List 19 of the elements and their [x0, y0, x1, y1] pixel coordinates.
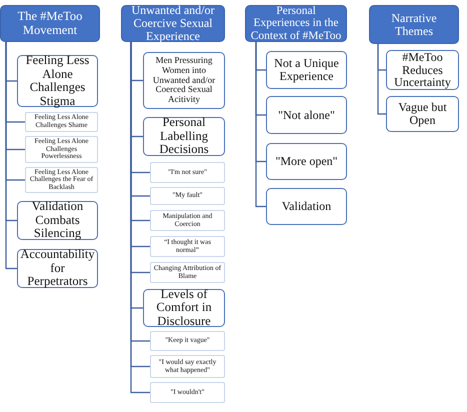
connector-line — [5, 42, 17, 270]
category-header: Narrative Themes — [369, 5, 459, 44]
theme-box: Not a Unique Experience — [266, 51, 347, 89]
theme-box: "More open" — [266, 143, 347, 180]
theme-box: Personal Labelling Decisions — [143, 117, 225, 156]
theme-box: Accountability for Perpetrators — [17, 249, 98, 288]
category-header: Unwanted and/or Coercive Sexual Experience — [121, 5, 225, 42]
theme-box: "Not alone" — [266, 96, 347, 134]
category-header: Personal Experiences in the Context of #MeToo — [245, 5, 347, 42]
category-header: The #MeToo Movement — [0, 5, 100, 42]
theme-box: Levels of Comfort in Disclosure — [143, 289, 225, 327]
connector-line — [255, 42, 266, 208]
theme-box: Feeling Less Alone Challenges Stigma — [17, 55, 98, 107]
theme-box: Validation Combats Silencing — [17, 201, 98, 240]
theme-box: Men Pressuring Women into Unwanted and/or Coerced Sexual Acitivity — [143, 52, 225, 109]
theme-box: Validation — [266, 188, 347, 225]
connector-line — [377, 44, 386, 115]
theme-box: Vague but Open — [386, 96, 459, 132]
theme-box: #MeToo Reduces Uncertainty — [386, 50, 459, 90]
